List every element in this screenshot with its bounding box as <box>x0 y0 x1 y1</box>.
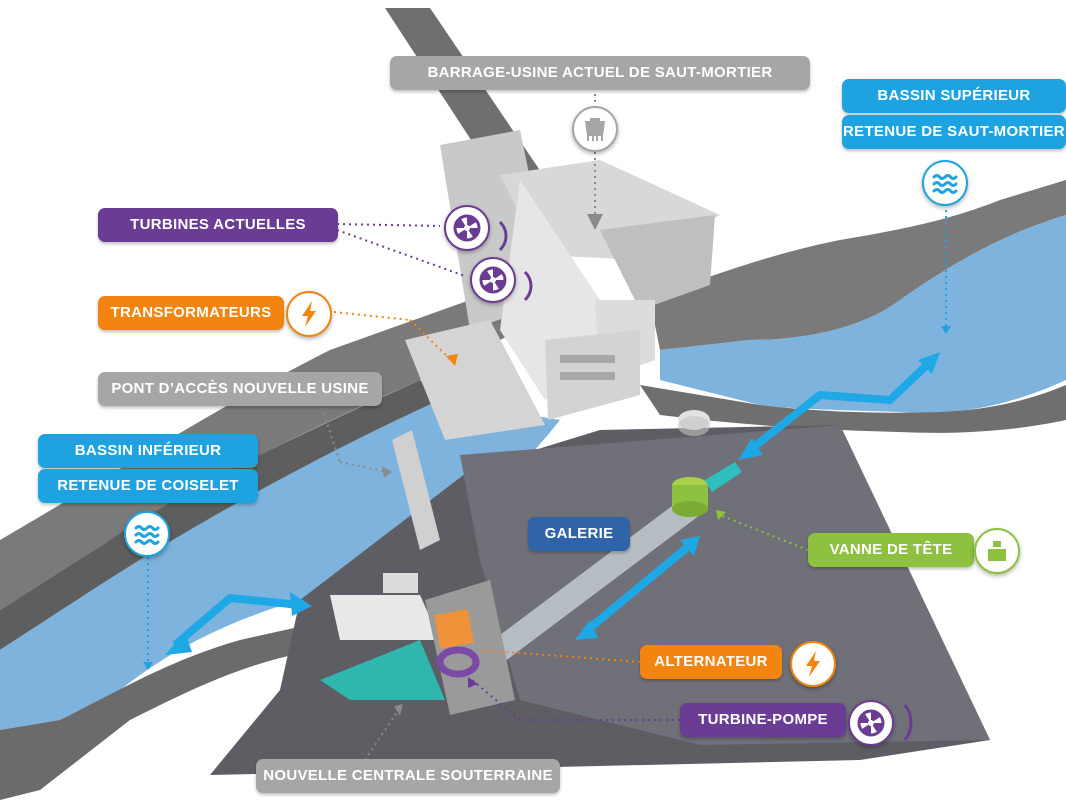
outlet-channel <box>330 595 440 640</box>
pont-acces-label: PONT D’ACCÈS NOUVELLE USINE <box>98 372 382 406</box>
turbine-icon-3 <box>848 700 894 746</box>
nouvelle-centrale-label: NOUVELLE CENTRALE SOUTERRAINE <box>256 759 560 793</box>
gallery-pipe <box>480 500 700 665</box>
turbine-icon-1 <box>444 205 490 251</box>
ground-block-face <box>460 425 990 745</box>
retenue-coiselet-label: RETENUE DE COISELET <box>38 469 258 503</box>
barrage-label: BARRAGE-USINE ACTUEL DE SAUT-MORTIER <box>390 56 810 90</box>
teal-water <box>320 640 445 700</box>
transformateurs-label: TRANSFORMATEURS <box>98 296 284 330</box>
left-terrain <box>0 300 520 610</box>
valve-icon <box>974 528 1020 574</box>
lightning-icon-alternator <box>790 641 836 687</box>
left-terrain-edge <box>0 380 440 650</box>
bassin-superieur-label: BASSIN SUPÉRIEUR <box>842 79 1066 113</box>
right-terrain-top <box>650 180 1066 350</box>
alternateur-label: ALTERNATEUR <box>640 645 782 679</box>
dam-right-block <box>600 215 715 310</box>
dam-icon <box>572 106 618 152</box>
water-waves-icon-upper <box>922 160 968 206</box>
retenue-saut-mortier-label: RETENUE DE SAUT-MORTIER <box>842 115 1066 149</box>
lightning-icon-transformer <box>286 291 332 337</box>
lower-bank <box>0 620 330 800</box>
turbines-actuelles-label: TURBINES ACTUELLES <box>98 208 338 242</box>
turbine-icon-2 <box>470 257 516 303</box>
galerie-label: GALERIE <box>528 517 630 551</box>
vanne-tete-label: VANNE DE TÊTE <box>808 533 974 567</box>
access-bridge <box>392 430 440 550</box>
flow-arrows <box>172 359 933 649</box>
water-waves-icon-lower <box>124 511 170 557</box>
upper-river <box>660 215 1066 413</box>
bassin-inferieur-label: BASSIN INFÉRIEUR <box>38 434 258 468</box>
right-bank <box>640 385 1066 433</box>
turbine-pompe-label: TURBINE-POMPE <box>680 703 846 737</box>
